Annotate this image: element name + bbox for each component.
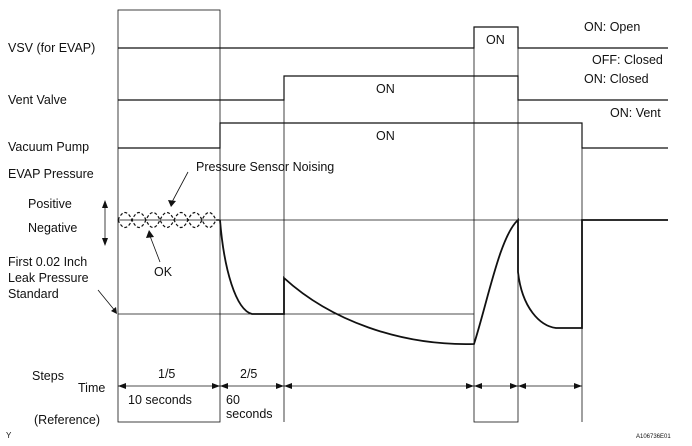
noise-pointer <box>171 171 189 203</box>
vsv-signal <box>118 26 668 49</box>
time-arrow-4-left-icon <box>474 383 482 389</box>
time-arrow-1-left-icon <box>118 383 126 389</box>
positive-label: Positive <box>28 197 72 211</box>
time-arrow-1-right-icon <box>212 383 220 389</box>
time-2-line-2: seconds <box>226 407 273 421</box>
down-arrow-icon <box>102 238 108 246</box>
time-arrow-5-left-icon <box>518 383 526 389</box>
leak-standard-line-2: Leak Pressure <box>8 271 89 285</box>
noise-note: Pressure Sensor Noising <box>196 160 334 174</box>
pump-on-label: ON <box>376 129 395 143</box>
vsv-state-off: OFF: Closed <box>592 53 663 67</box>
leak-arrow-icon <box>111 307 117 314</box>
ok-pointer <box>149 235 161 263</box>
vent-valve-label: Vent Valve <box>8 93 67 107</box>
leak-pointer <box>97 289 117 313</box>
time-arrow-5-right-icon <box>574 383 582 389</box>
time-arrow-3-right-icon <box>466 383 474 389</box>
noise-arrow-icon <box>168 200 176 207</box>
vacuum-pump-signal <box>118 122 668 149</box>
time-arrow-3-left-icon <box>284 383 292 389</box>
vacuum-pump-label: Vacuum Pump <box>8 140 89 154</box>
time-arrow-2-right-icon <box>276 383 284 389</box>
step-1-box <box>117 9 221 423</box>
time-label: Time <box>78 381 105 395</box>
vent-valve-signal <box>118 75 668 101</box>
time-arrow-4-right-icon <box>510 383 518 389</box>
vsv-label: VSV (for EVAP) <box>8 41 95 55</box>
time-arrow-2-left-icon <box>220 383 228 389</box>
vsv-on-label: ON <box>486 33 505 47</box>
figure-id: A106736E01 <box>636 434 671 440</box>
time-2-line-1: 60 <box>226 393 240 407</box>
step-4-box <box>473 26 519 423</box>
corner-letter: Y <box>6 431 12 440</box>
vent-state-vent: ON: Vent <box>610 106 661 120</box>
ok-arrow-icon <box>146 230 154 238</box>
vent-state-on: ON: Closed <box>584 72 649 86</box>
ok-note: OK <box>154 265 173 279</box>
evap-pressure-trace <box>219 217 668 345</box>
steps-label: Steps <box>32 369 64 383</box>
time-1-label: 10 seconds <box>128 393 192 407</box>
negative-label: Negative <box>28 221 77 235</box>
leak-standard-line-1: First 0.02 Inch <box>8 255 87 269</box>
evap-pressure-label: EVAP Pressure <box>8 167 94 181</box>
noise-wave-b <box>117 211 220 229</box>
reference-label: (Reference) <box>34 413 100 427</box>
leak-standard-line-3: Standard <box>8 287 59 301</box>
vent-on-label: ON <box>376 82 395 96</box>
step-2-label: 2/5 <box>240 367 257 381</box>
vsv-state-on: ON: Open <box>584 20 640 34</box>
step-1-label: 1/5 <box>158 367 175 381</box>
up-arrow-icon <box>102 200 108 208</box>
